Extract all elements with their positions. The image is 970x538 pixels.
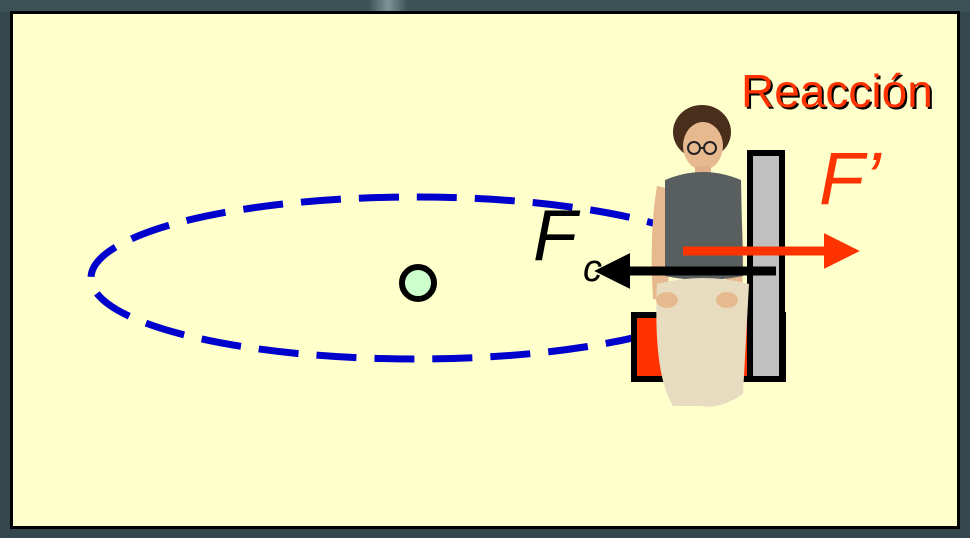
centripetal-force-label: F — [533, 196, 577, 276]
reaction-label: Reacción — [741, 65, 933, 117]
seat-wall — [747, 150, 785, 382]
diagram-canvas — [87, 105, 860, 407]
rotation-center-point — [399, 264, 437, 302]
reaction-force-label: F’ — [819, 137, 881, 220]
diagram-panel: Reacción F’ F c — [10, 11, 960, 529]
centripetal-force-subscript: c — [583, 248, 602, 290]
person-icon — [651, 105, 749, 407]
window-top-band — [0, 0, 970, 12]
